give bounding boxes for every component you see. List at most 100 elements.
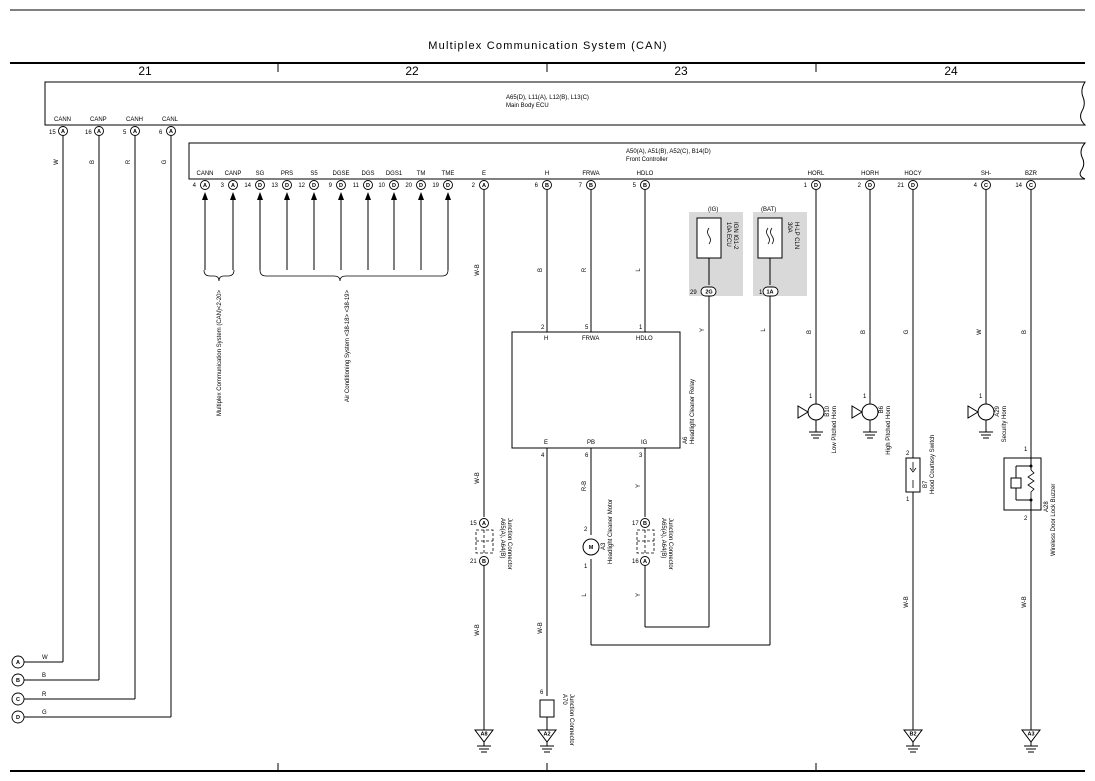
svg-text:A: A	[169, 129, 173, 135]
svg-text:FRWA: FRWA	[582, 171, 599, 177]
fuse-wires: Y L	[700, 296, 771, 645]
svg-text:15: 15	[470, 521, 477, 527]
junction-connector-3: 6 A70 Junction Connector	[539, 690, 574, 746]
svg-text:A65(A), A64(B): A65(A), A64(B)	[660, 518, 666, 558]
svg-text:PRS: PRS	[281, 171, 293, 177]
svg-text:H: H	[544, 336, 548, 342]
svg-text:A3: A3	[1027, 732, 1034, 738]
front-controller: A50(A), A51(B), A52(C), B14(D) Front Con…	[188, 142, 1087, 180]
svg-text:15: 15	[49, 130, 56, 136]
svg-text:1: 1	[809, 394, 813, 400]
svg-text:Y: Y	[700, 328, 706, 332]
svg-text:21: 21	[897, 183, 904, 189]
svg-text:D: D	[285, 183, 289, 189]
reference-braces: Multiplex Communication System (CAN)<2-2…	[203, 269, 449, 416]
wireless-door-lock-buzzer: B 1 2 W-B A28 Wireless Door Lock Buzzer	[1003, 190, 1057, 730]
svg-text:B2: B2	[909, 732, 916, 738]
svg-text:D: D	[814, 183, 818, 189]
svg-text:6: 6	[540, 690, 544, 696]
svg-text:CANP: CANP	[225, 171, 242, 177]
svg-text:H: H	[545, 171, 549, 177]
svg-text:W: W	[977, 329, 983, 335]
sensor-arrow-9	[445, 192, 451, 270]
svg-text:E: E	[544, 440, 548, 446]
svg-text:A: A	[643, 559, 647, 565]
svg-text:B: B	[90, 160, 96, 164]
svg-text:BZR: BZR	[1025, 171, 1038, 177]
svg-text:19: 19	[432, 183, 439, 189]
hood-courtesy-switch: G 2 1 W-B B7 Hood Courtesy Switch	[904, 190, 936, 730]
svg-text:Headlight Cleaner Motor: Headlight Cleaner Motor	[608, 499, 614, 564]
svg-text:C: C	[16, 697, 20, 703]
svg-text:E: E	[482, 171, 486, 177]
svg-text:1A: 1A	[766, 290, 773, 296]
svg-text:B: B	[42, 673, 46, 679]
main-body-ecu-id: A65(D), L11(A), L12(B), L13(C)	[506, 95, 589, 101]
svg-text:14: 14	[244, 183, 251, 189]
svg-text:W: W	[54, 159, 60, 165]
svg-text:1: 1	[1024, 447, 1028, 453]
svg-text:A: A	[61, 129, 65, 135]
sensor-arrow-8	[418, 192, 424, 270]
svg-text:B: B	[643, 521, 647, 527]
ground-points: A8 A2 B2 A3	[474, 729, 1041, 753]
front-controller-name: Front Controller	[626, 157, 668, 163]
svg-text:3: 3	[639, 453, 643, 459]
svg-text:DGSE: DGSE	[332, 171, 349, 177]
sensor-arrow-0	[202, 192, 208, 270]
ecu-pin-canl: CANL 6 A	[159, 117, 179, 136]
svg-text:7: 7	[579, 183, 583, 189]
svg-text:21: 21	[470, 559, 477, 565]
svg-text:B: B	[807, 330, 813, 334]
svg-text:B: B	[589, 183, 593, 189]
svg-text:Junction Connector: Junction Connector	[667, 518, 673, 570]
svg-text:Y: Y	[636, 484, 642, 488]
svg-text:A: A	[97, 129, 101, 135]
svg-text:2: 2	[906, 451, 910, 457]
svg-text:6: 6	[159, 130, 163, 136]
svg-text:4: 4	[193, 183, 197, 189]
svg-text:S5: S5	[310, 171, 318, 177]
svg-text:A3: A3	[601, 542, 607, 550]
e-wire: W-B W-B W-B	[475, 190, 485, 730]
svg-text:W-B: W-B	[1022, 596, 1028, 608]
ecu-pin-cann: CANN 15 A	[49, 117, 71, 136]
sensor-arrow-2	[257, 192, 263, 270]
svg-text:2G: 2G	[705, 290, 712, 296]
svg-text:CANL: CANL	[162, 117, 179, 123]
svg-text:HDLO: HDLO	[637, 171, 654, 177]
section-23: 23	[674, 64, 688, 78]
svg-text:SH-: SH-	[981, 171, 991, 177]
ecu-pin-canp: CANP 16 A	[85, 117, 107, 136]
sensor-arrow-5	[338, 192, 344, 270]
svg-text:W: W	[42, 655, 48, 661]
svg-text:High Pitched Horn: High Pitched Horn	[886, 406, 892, 455]
svg-text:12: 12	[298, 183, 305, 189]
svg-text:Junction Connector: Junction Connector	[506, 518, 512, 570]
svg-text:G: G	[162, 159, 168, 164]
svg-text:A: A	[231, 183, 235, 189]
svg-text:A2: A2	[543, 732, 550, 738]
svg-text:D: D	[258, 183, 262, 189]
svg-text:C: C	[1029, 183, 1033, 189]
svg-text:A6: A6	[683, 436, 689, 444]
svg-text:1: 1	[863, 394, 867, 400]
svg-text:D: D	[446, 183, 450, 189]
sensor-arrow-1	[230, 192, 236, 270]
svg-text:W-B: W-B	[904, 596, 910, 608]
svg-text:(BAT): (BAT)	[761, 207, 776, 213]
svg-text:(IG): (IG)	[708, 207, 718, 213]
svg-text:TME: TME	[442, 171, 455, 177]
svg-text:2: 2	[541, 325, 545, 331]
ground-a8: A8	[474, 729, 494, 753]
svg-text:29: 29	[690, 290, 697, 296]
low-pitched-horn: B 1 B10 Low Pitched Horn	[797, 190, 838, 453]
